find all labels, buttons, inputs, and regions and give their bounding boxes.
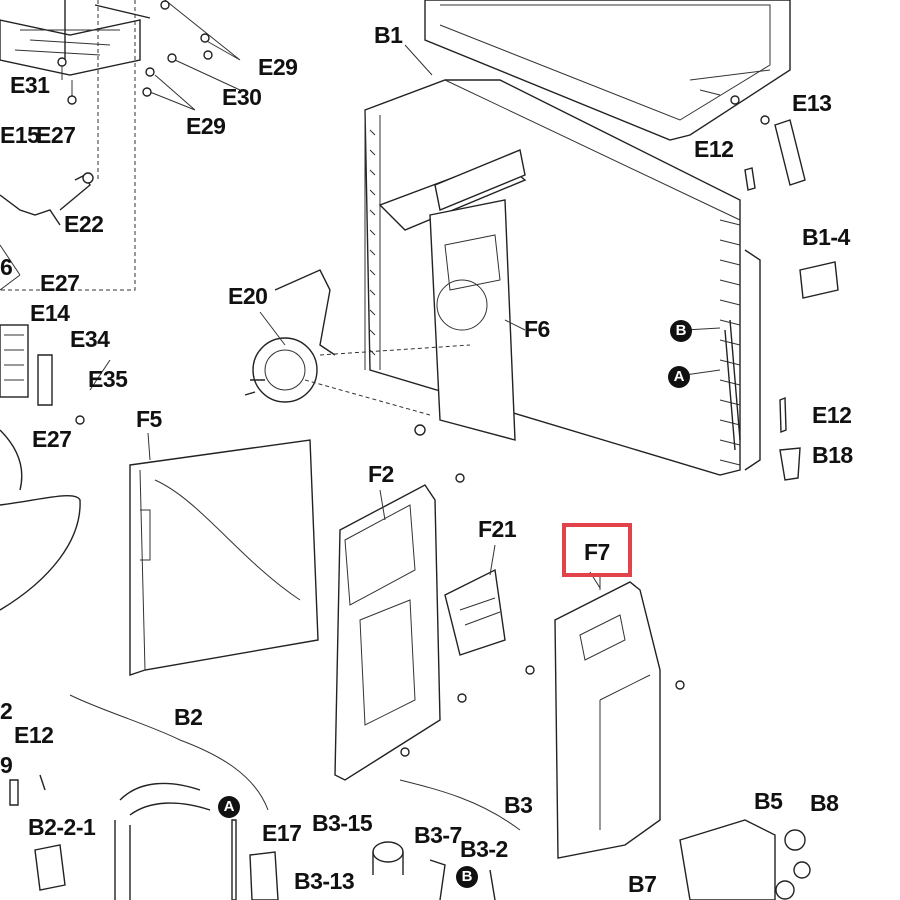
label-f2: F2 (368, 461, 394, 487)
label-e35: E35 (88, 366, 128, 392)
label-e27-top: E27 (36, 122, 76, 148)
label-fragment-6: 6 (0, 254, 13, 280)
label-b3-13: B3-13 (294, 868, 355, 894)
marker-a-lower: A (218, 796, 240, 818)
fan-motor (244, 269, 471, 416)
service-cover (554, 575, 685, 859)
label-e22: E22 (64, 211, 104, 237)
label-b2: B2 (174, 704, 203, 730)
label-e12-left: E12 (14, 722, 54, 748)
label-f6: F6 (524, 316, 550, 342)
control-box-assembly (0, 0, 151, 291)
label-e29-top: E29 (258, 54, 298, 80)
label-e27-mid: E27 (40, 270, 80, 296)
part-e14-e34-e35 (0, 324, 85, 425)
label-e27-low: E27 (32, 426, 72, 452)
partition-panel (334, 473, 467, 781)
marker-b-upper: B (670, 320, 692, 342)
label-fragment-9: 9 (0, 752, 13, 778)
label-e13: E13 (792, 90, 832, 116)
wire-parts-e15-e22 (0, 172, 94, 291)
label-e29-bottom: E29 (186, 113, 226, 139)
label-e30: E30 (222, 84, 262, 110)
marker-a-upper: A (668, 366, 690, 388)
label-e34: E34 (70, 326, 110, 352)
terminal-bracket (444, 568, 535, 675)
label-f21: F21 (478, 516, 517, 542)
label-f7: F7 (584, 539, 610, 565)
marker-b-lower: B (456, 866, 478, 888)
label-fragment-2: 2 (0, 698, 13, 724)
screws-e29 (142, 0, 241, 111)
label-b3-15: B3-15 (312, 810, 373, 836)
label-b8: B8 (810, 790, 839, 816)
label-e15: E15 (0, 122, 40, 148)
side-panel (129, 439, 319, 676)
label-f5: F5 (136, 406, 162, 432)
label-b1: B1 (374, 22, 403, 48)
label-b1-4: B1-4 (802, 224, 850, 250)
motor-bracket (378, 149, 527, 441)
leader-lines (89, 44, 721, 589)
label-b7: B7 (628, 871, 657, 897)
lower-assemblies (9, 694, 811, 900)
label-e14: E14 (30, 300, 70, 326)
label-e12-right: E12 (812, 402, 852, 428)
top-cover (424, 0, 791, 141)
label-b3: B3 (504, 792, 533, 818)
highlight-box-f7 (562, 523, 632, 577)
label-e12-top: E12 (694, 136, 734, 162)
label-e17: E17 (262, 820, 302, 846)
label-e31: E31 (10, 72, 50, 98)
label-e20: E20 (228, 283, 268, 309)
label-b5: B5 (754, 788, 783, 814)
right-small-parts (744, 115, 839, 481)
label-b18: B18 (812, 442, 853, 468)
label-b3-2: B3-2 (460, 836, 508, 862)
label-b2-2-1: B2-2-1 (28, 814, 96, 840)
fan-blade (0, 429, 81, 611)
label-b3-7: B3-7 (414, 822, 462, 848)
